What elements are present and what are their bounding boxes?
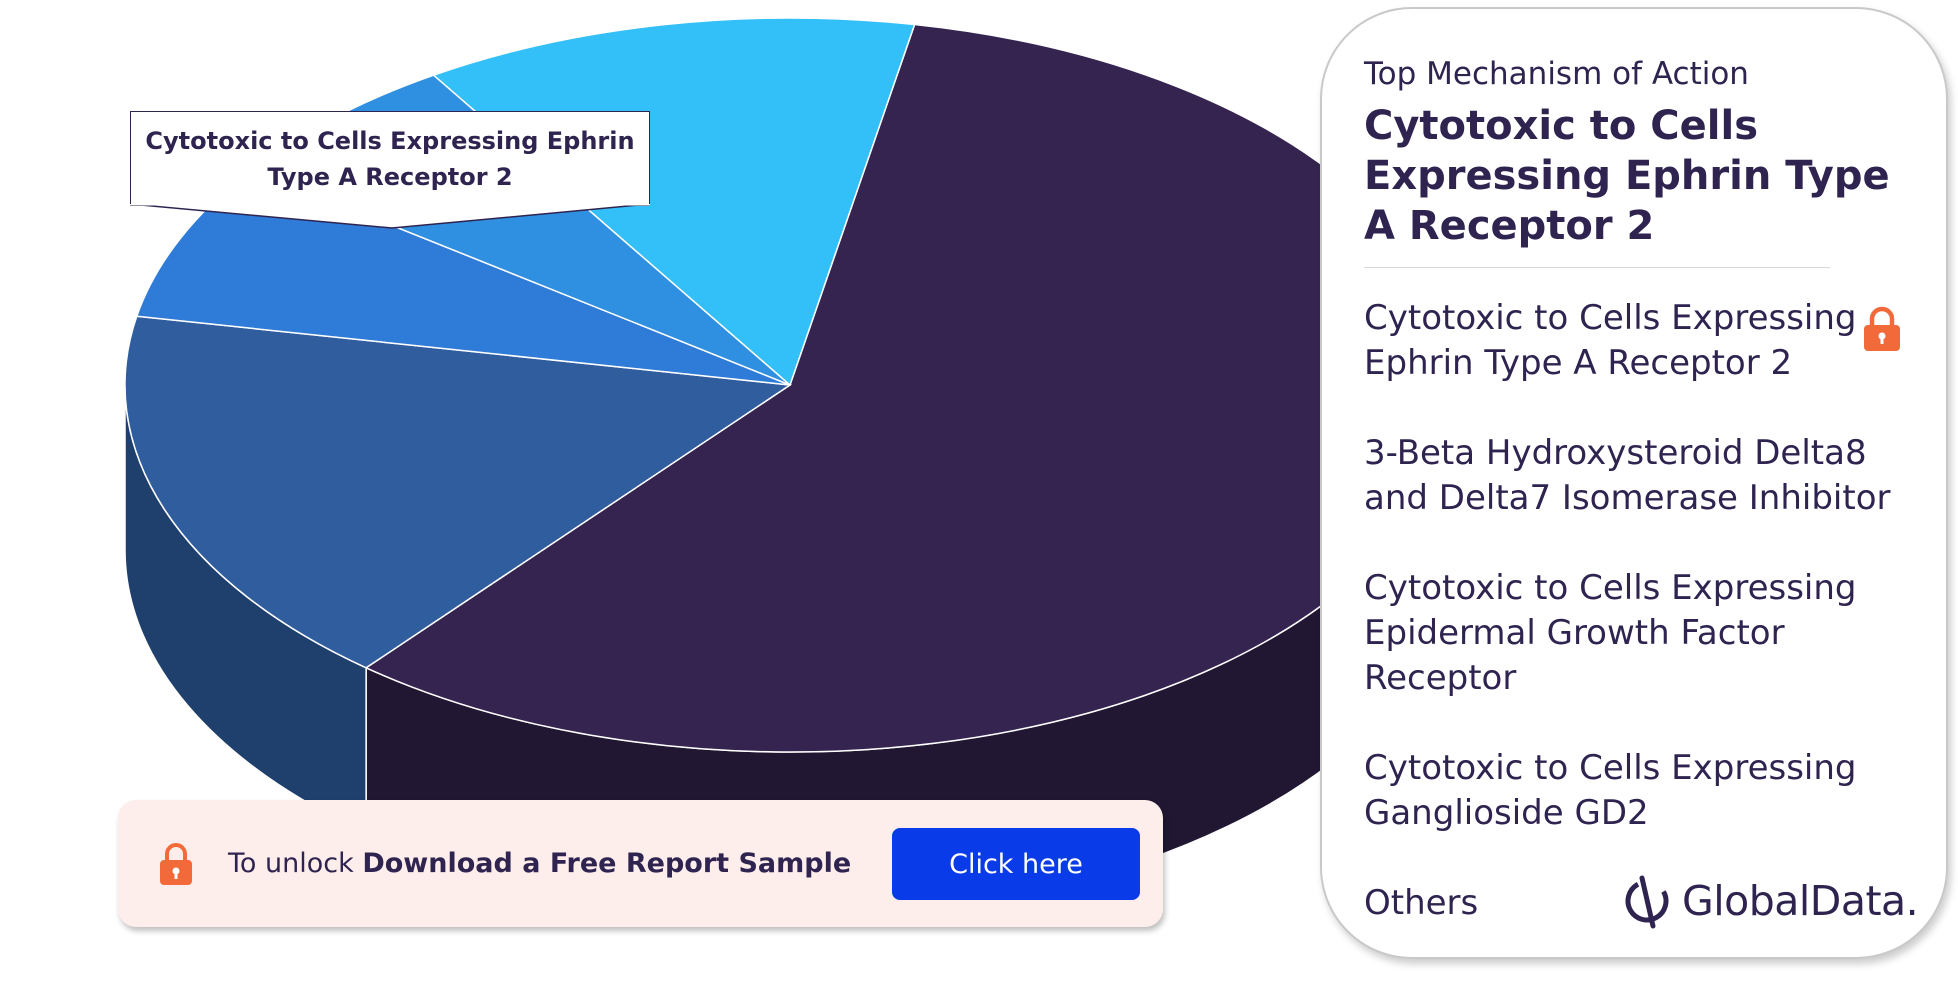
legend-divider <box>1364 267 1830 268</box>
legend-card: Top Mechanism of Action Cytotoxic to Cel… <box>1320 7 1948 959</box>
legend-item: Cytotoxic to Cells Expressing Ephrin Typ… <box>1364 298 1857 383</box>
pie-callout-label: Cytotoxic to Cells Expressing Ephrin Typ… <box>130 111 650 206</box>
lock-icon <box>160 843 192 885</box>
unlock-prefix: To unlock <box>228 848 354 879</box>
unlock-emphasis: Download a Free Report Sample <box>362 848 852 879</box>
pie-top-faces <box>124 17 1456 753</box>
globaldata-logo: GlobalData. <box>1622 871 1919 931</box>
legend-kicker: Top Mechanism of Action <box>1364 56 1749 92</box>
click-here-button[interactable]: Click here <box>892 828 1140 900</box>
lock-icon <box>1864 306 1900 351</box>
brand-name: GlobalData. <box>1682 877 1919 925</box>
legend-item: Cytotoxic to Cells Expressing Epidermal … <box>1364 568 1857 698</box>
legend-item: Cytotoxic to Cells Expressing Gangliosid… <box>1364 748 1857 833</box>
unlock-banner: To unlock Download a Free Report Sample … <box>118 800 1163 927</box>
legend-headline: Cytotoxic to Cells Expressing Ephrin Typ… <box>1364 103 1890 249</box>
callout-tail <box>130 204 650 229</box>
globaldata-mark-icon <box>1625 875 1669 929</box>
legend-item: Others <box>1364 883 1479 923</box>
pie-slice <box>432 17 916 387</box>
pie-slice <box>124 315 793 669</box>
unlock-text: To unlock Download a Free Report Sample <box>228 800 851 927</box>
legend-item: 3-Beta Hydroxysteroid Delta8 and Delta7 … <box>1364 433 1891 518</box>
